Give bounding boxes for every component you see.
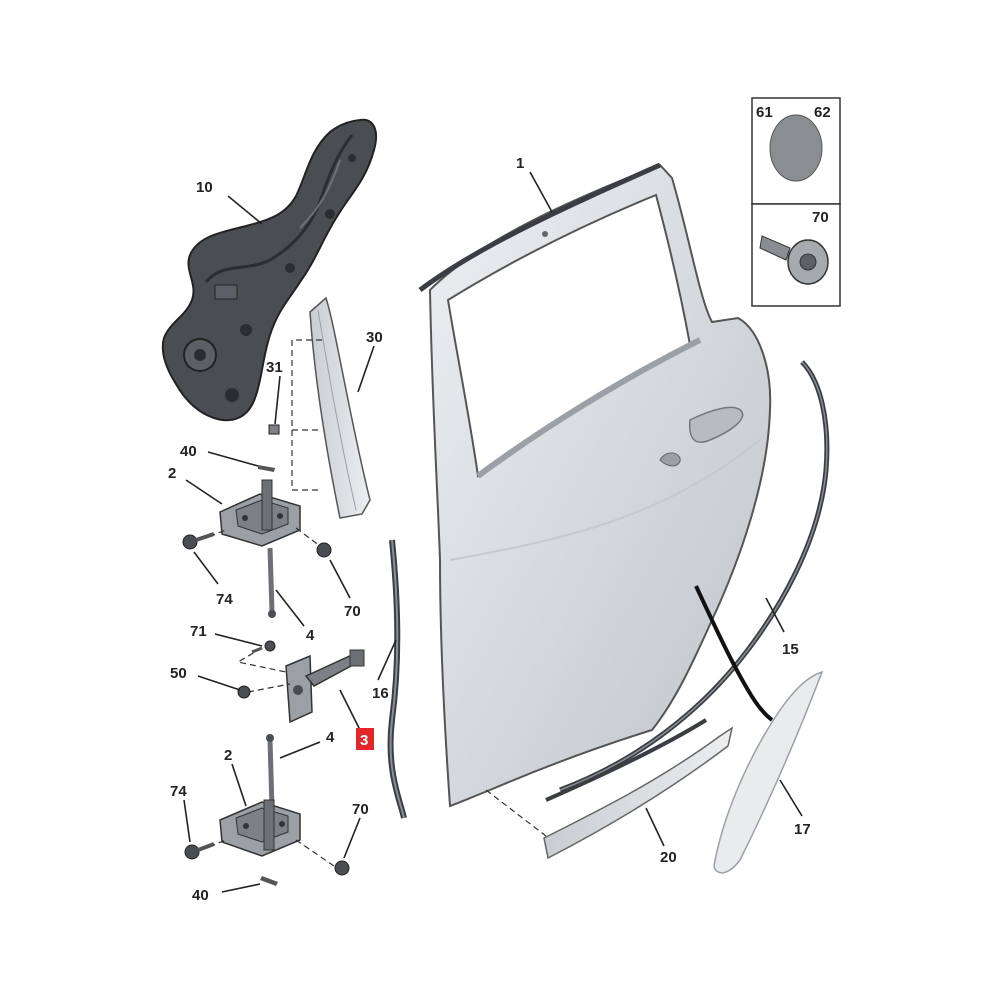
callout-20: 20	[660, 849, 677, 866]
screw-40-lower	[260, 876, 278, 886]
callout-labels: 1 10 30 31 40 2 74 70 4 71 50 3 16 4 2 7…	[168, 104, 831, 904]
callout-74-lower: 74	[170, 783, 187, 800]
callout-70-upper: 70	[344, 603, 361, 620]
callout-70-inset: 70	[812, 209, 829, 226]
trim-clip-dash	[291, 339, 322, 491]
callout-62: 62	[814, 104, 831, 121]
lower-hinge	[219, 799, 301, 857]
callout-17: 17	[794, 821, 811, 838]
hinge-pin-lower	[266, 734, 275, 809]
hinge-pin-upper	[267, 547, 276, 618]
callout-1: 1	[516, 155, 524, 172]
protective-film-17	[713, 670, 824, 874]
callout-4-lower: 4	[326, 729, 335, 746]
door-shell	[418, 162, 772, 808]
window-regulator-plate	[161, 118, 378, 422]
callout-71: 71	[190, 623, 207, 640]
weatherstrip-15-highlight	[559, 361, 828, 791]
lower-hinge-dash-2	[295, 839, 335, 867]
seal-strip-16-highlight	[389, 539, 405, 819]
callout-70-lower: 70	[352, 801, 369, 818]
bolt-70-lower	[334, 860, 350, 876]
callout-10: 10	[196, 179, 213, 196]
screw-icon	[759, 235, 829, 285]
callout-74-upper: 74	[216, 591, 233, 608]
callout-4-upper: 4	[306, 627, 315, 644]
pillar-trim	[309, 296, 371, 519]
callout-16: 16	[372, 685, 389, 702]
screw-40-upper	[258, 465, 275, 472]
callout-2-upper: 2	[168, 465, 176, 482]
callout-30: 30	[366, 329, 383, 346]
callout-61: 61	[756, 104, 773, 121]
nut-50	[237, 685, 251, 699]
lower-seal-line	[694, 585, 774, 722]
clip-part-31	[268, 424, 280, 435]
callout-3-highlight	[356, 728, 374, 750]
inset-panel	[751, 97, 841, 307]
upper-hinge	[219, 479, 301, 547]
callout-40-lower: 40	[192, 887, 209, 904]
hinge-bolt-dash-2	[295, 527, 321, 547]
plug-icon	[769, 114, 823, 182]
leader-lines	[183, 171, 803, 893]
check-dash-2	[247, 683, 291, 693]
bolt-70-upper	[316, 542, 332, 558]
bolt-74-lower	[184, 842, 215, 860]
callout-15: 15	[782, 641, 799, 658]
callout-2-lower: 2	[224, 747, 232, 764]
bolt-74-upper	[182, 532, 215, 550]
callout-31: 31	[266, 359, 283, 376]
callout-3: 3	[360, 732, 368, 749]
check-dash	[236, 647, 287, 673]
bolt-71	[251, 640, 276, 654]
lower-moulding-20	[543, 718, 734, 860]
door-check-strap	[285, 649, 365, 724]
callout-40-upper: 40	[180, 443, 197, 460]
moulding-dash	[485, 789, 547, 837]
callout-50: 50	[170, 665, 187, 682]
